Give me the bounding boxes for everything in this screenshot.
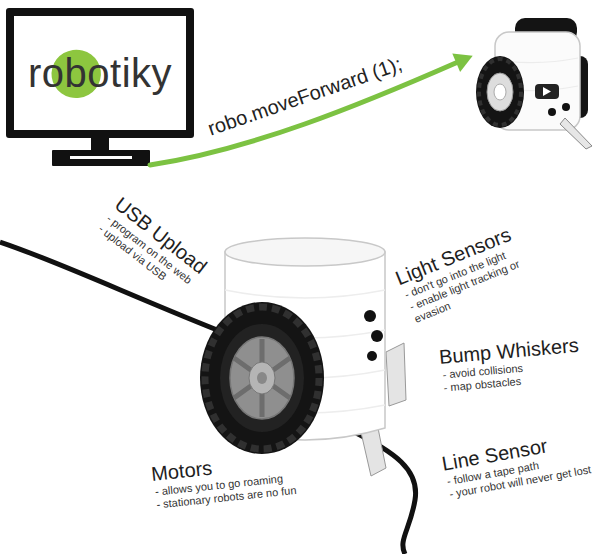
wheel-tread [205, 307, 319, 449]
monitor-base [52, 150, 150, 166]
play-symbol [543, 87, 551, 96]
sensor-dot [371, 330, 383, 342]
whisker [386, 343, 406, 406]
feature-callout: Bump Whiskers- avoid collisions- map obs… [438, 333, 582, 395]
sensor-dot [548, 108, 556, 116]
whisker [560, 118, 592, 149]
feature-callout: USB Upload- program on the web- upload v… [94, 192, 212, 299]
tape-line [0, 242, 416, 554]
play-button [535, 84, 559, 99]
small-robot [476, 18, 592, 149]
tape-path [350, 430, 416, 554]
wheel-hub [487, 73, 513, 111]
wheel-spokes [234, 339, 290, 417]
sensor-dot [562, 103, 570, 111]
robot-wheel [476, 56, 524, 128]
robot-top [225, 238, 385, 266]
main-robot [200, 238, 406, 476]
robot-wheel [200, 302, 324, 454]
wheel-tread [479, 59, 521, 125]
wheel-axle [257, 372, 267, 384]
sensor-dot [367, 351, 377, 361]
monitor-stand [52, 137, 150, 166]
wheel-center [249, 362, 275, 394]
feature-callout: Motors- allows you to go roaming- statio… [150, 447, 297, 512]
feature-callout: Line Sensor- follow a tape path- your ro… [440, 427, 592, 502]
monitor-screen: robotiky [6, 8, 194, 138]
base-stripe [70, 156, 132, 159]
wheel-hub [230, 337, 294, 419]
wheel-rim [220, 324, 304, 432]
sensor-dot [364, 310, 376, 322]
wheel-center [494, 84, 506, 100]
monitor-neck [91, 137, 109, 151]
logo-text: robotiky [28, 51, 172, 95]
feature-callout: Light Sensors- don't go into the light- … [392, 212, 555, 327]
upload-arrow [150, 54, 473, 165]
arrow-line [150, 62, 458, 165]
arrow-head [452, 54, 472, 72]
